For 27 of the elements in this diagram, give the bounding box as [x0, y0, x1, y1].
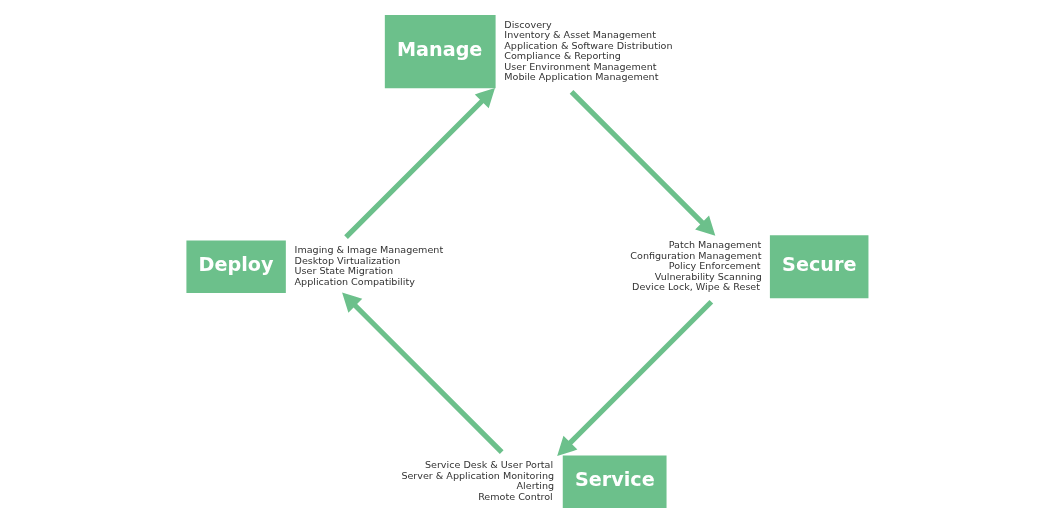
- node-label: Policy Enforcement: [668, 260, 761, 272]
- node-label: Application & Software Distribution: [504, 39, 673, 51]
- arrow: [344, 88, 495, 239]
- arrow: [557, 299, 714, 456]
- node-label: Alerting: [516, 480, 555, 492]
- node-box: Manage: [384, 15, 496, 89]
- node-label: Desktop Virtualization: [294, 254, 401, 266]
- node-label: Imaging & Image Management: [294, 244, 444, 256]
- node-label: Application Compatibility: [294, 275, 415, 287]
- node-label: Discovery: [504, 19, 552, 31]
- node-label: User Environment Management: [504, 60, 657, 72]
- node-box: Deploy: [186, 240, 286, 293]
- node-label: Server & Application Monitoring: [401, 469, 555, 481]
- node-label: Configuration Management: [630, 249, 762, 261]
- node-label: Mobile Application Management: [504, 71, 659, 83]
- arrow: [569, 90, 716, 236]
- node-label: Service Desk & User Portal: [424, 459, 554, 471]
- node-label: Remote Control: [478, 490, 553, 502]
- node-label: Inventory & Asset Management: [504, 29, 656, 41]
- node-box: Service: [562, 455, 667, 508]
- node-label: Patch Management: [668, 239, 762, 251]
- node-label: Vulnerability Scanning: [654, 270, 762, 282]
- node-box: Secure: [769, 235, 869, 299]
- node-label: Device Lock, Wipe & Reset: [632, 281, 761, 293]
- node-label: User State Migration: [294, 265, 393, 277]
- node-label: Compliance & Reporting: [504, 50, 621, 62]
- arrow: [342, 292, 504, 454]
